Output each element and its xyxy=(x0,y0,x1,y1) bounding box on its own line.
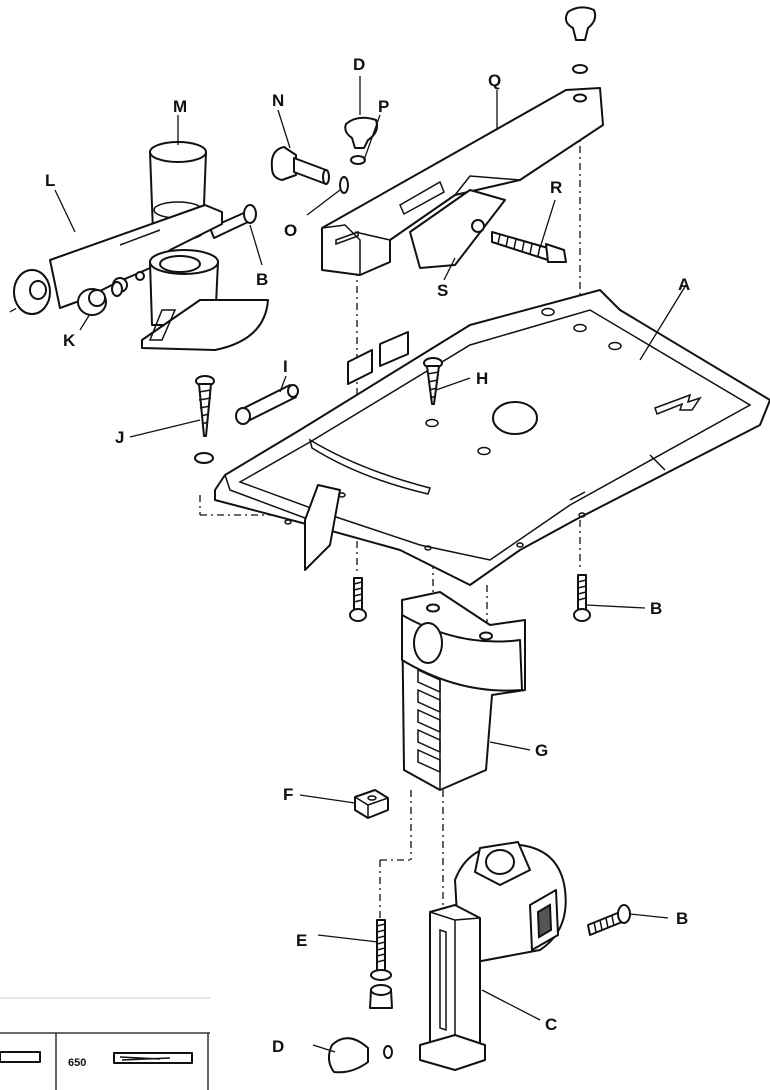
label-s: S xyxy=(437,281,448,300)
top-knob xyxy=(564,6,597,74)
table-a xyxy=(214,289,770,586)
screw-b-upper xyxy=(209,204,257,239)
label-l: L xyxy=(45,171,55,190)
label-r: R xyxy=(550,178,562,197)
column-bracket-c xyxy=(419,841,567,1071)
inset-model-number: 650 xyxy=(68,1057,86,1069)
screw-h xyxy=(423,357,443,405)
leader-lines xyxy=(54,76,687,1053)
clamp-plate-s xyxy=(409,189,506,269)
knob-screw-n xyxy=(270,146,330,185)
label-b-upper: B xyxy=(256,270,268,289)
label-a: A xyxy=(678,275,690,294)
screw-b-right xyxy=(573,574,591,622)
label-d-lower: D xyxy=(272,1037,284,1056)
label-p: P xyxy=(378,97,389,116)
bit-icon-left xyxy=(0,1051,41,1063)
label-n: N xyxy=(272,91,284,110)
bolt-r xyxy=(491,231,567,263)
label-q: Q xyxy=(488,71,501,90)
label-b-right: B xyxy=(676,909,688,928)
pin-i xyxy=(235,384,299,425)
part-labels: A B B B C D D E F G H I J K L M N O P Q … xyxy=(45,55,690,1056)
screw-e xyxy=(369,919,393,1009)
knob-d-lower xyxy=(328,1037,393,1074)
fence-arm-q xyxy=(321,87,604,276)
label-j: J xyxy=(115,428,124,447)
label-c: C xyxy=(545,1015,557,1034)
label-h: H xyxy=(476,369,488,388)
label-i: I xyxy=(283,357,288,376)
label-b-lower: B xyxy=(650,599,662,618)
model-inset-table: 650 xyxy=(0,997,210,1090)
screw-b-left xyxy=(349,577,367,622)
screw-b-right-lower xyxy=(587,904,631,936)
label-e: E xyxy=(296,931,307,950)
screw-j xyxy=(194,375,215,464)
label-d-upper: D xyxy=(353,55,365,74)
knob-k xyxy=(77,281,123,316)
washer-o xyxy=(339,176,349,194)
guard-bracket-l xyxy=(13,204,269,351)
label-f: F xyxy=(283,785,293,804)
label-o: O xyxy=(284,221,297,240)
knob-d-upper xyxy=(344,116,378,165)
label-k: K xyxy=(63,331,76,350)
support-column-g xyxy=(401,591,526,791)
square-nut-f xyxy=(354,789,389,819)
label-m: M xyxy=(173,97,187,116)
label-g: G xyxy=(535,741,548,760)
